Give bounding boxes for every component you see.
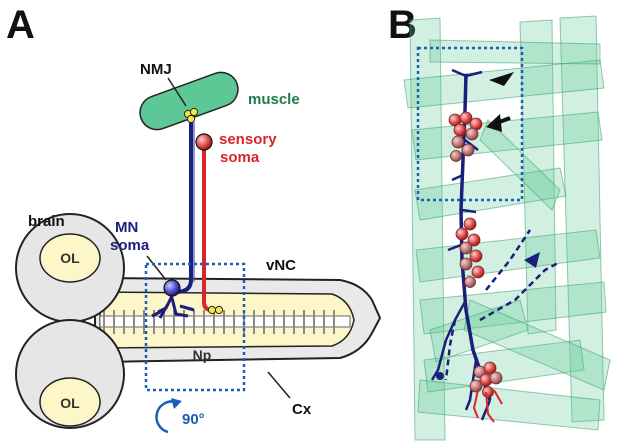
rotation-arrowhead xyxy=(171,398,182,409)
panel-letter-b: B xyxy=(388,3,417,47)
b-sensory-terminals xyxy=(472,389,503,423)
mn-soma-pointer xyxy=(146,255,167,281)
mn-soma-label-1: MN xyxy=(115,219,138,236)
b-cell-clusters xyxy=(448,111,503,398)
nmj-label: NMJ xyxy=(140,61,172,78)
vnc-label: vNC xyxy=(266,257,296,274)
mn-axon xyxy=(175,122,193,294)
rotation-arrow xyxy=(155,400,177,434)
cx-label: Cx xyxy=(292,401,312,418)
vnc-body xyxy=(94,276,382,364)
optic-lobe-bottom xyxy=(39,377,101,427)
b-small-arrowhead xyxy=(524,252,540,268)
muscle-label: muscle xyxy=(248,91,300,108)
sensory-soma-label-2: soma xyxy=(220,149,260,166)
muscle-bands xyxy=(403,15,611,441)
b-mn-terminal xyxy=(436,372,444,380)
nmj-boutons xyxy=(183,107,199,124)
b-mn-dashed xyxy=(444,229,561,381)
mn-soma xyxy=(163,279,181,297)
optic-lobe-top xyxy=(39,233,101,283)
sensory-soma-label-1: sensory xyxy=(219,131,277,148)
cx-pointer-line xyxy=(267,371,291,399)
brain-label: brain xyxy=(28,213,65,230)
np-label: Np xyxy=(193,347,212,363)
muscle-shape xyxy=(139,71,239,131)
rotation-label: 90° xyxy=(182,411,205,428)
sensory-soma xyxy=(195,133,213,151)
region-box-a xyxy=(144,262,246,392)
mn-dendrites xyxy=(151,295,195,319)
panel-letter-a: A xyxy=(6,3,35,47)
mn-soma-label-2: soma xyxy=(110,237,150,254)
nmj-pointer xyxy=(167,77,187,107)
region-box-b xyxy=(416,46,524,202)
b-arrow-marker xyxy=(486,114,511,132)
ol-top-label: OL xyxy=(60,250,80,266)
ol-bottom-label: OL xyxy=(60,395,80,411)
sensory-terminals xyxy=(207,305,224,315)
b-arrowhead-marker xyxy=(489,72,514,86)
brain-lobes xyxy=(15,213,125,429)
